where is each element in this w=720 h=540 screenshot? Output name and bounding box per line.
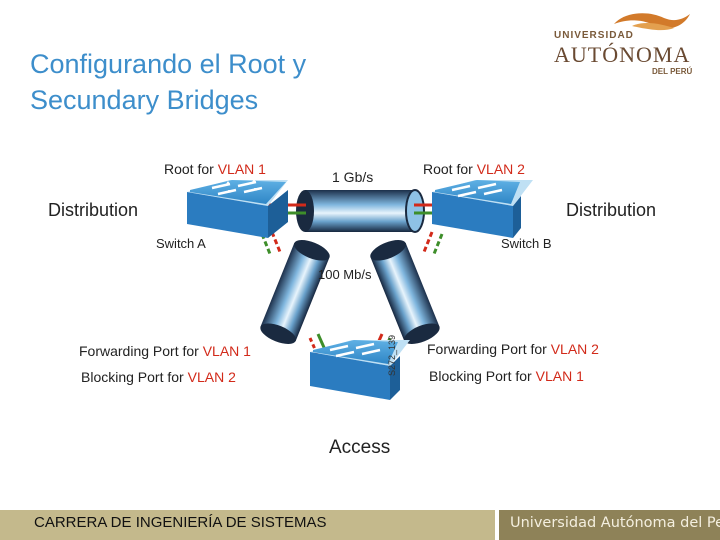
university-logo: UNIVERSIDAD AUTÓNOMA DEL PERÚ — [554, 13, 693, 76]
root-vlan1-prefix: Root for — [164, 161, 218, 177]
forwarding-left-vlan: VLAN 1 — [202, 343, 251, 359]
slide-title-line-1: Configurando el Root y — [30, 49, 307, 79]
blocking-port-left-label: Blocking Port for VLAN 2 — [81, 369, 236, 385]
svg-text:AUTÓNOMA: AUTÓNOMA — [554, 42, 690, 67]
switch-a-icon — [187, 179, 288, 238]
distribution-right-label: Distribution — [566, 200, 657, 220]
root-vlan1-label: Root for VLAN 1 — [164, 161, 266, 177]
forwarding-port-left-label: Forwarding Port for VLAN 1 — [79, 343, 251, 359]
spanning-tree-diagram — [187, 179, 533, 400]
slide-title-line-2: Secundary Bridges — [30, 85, 259, 115]
figure-id-label: S272_139 — [387, 334, 397, 376]
svg-text:DEL PERÚ: DEL PERÚ — [652, 67, 693, 76]
footer-university-label: Universidad Autónoma del Perú — [510, 515, 720, 531]
forwarding-right-prefix: Forwarding Port for — [427, 341, 551, 357]
distribution-left-label: Distribution — [48, 200, 139, 220]
access-label: Access — [329, 437, 391, 458]
switch-b-label: Switch B — [501, 236, 552, 251]
root-vlan2-prefix: Root for — [423, 161, 477, 177]
access-switch-icon — [310, 340, 410, 400]
footer-left-bar: CARRERA DE INGENIERÍA DE SISTEMAS — [0, 510, 495, 540]
svg-text:UNIVERSIDAD: UNIVERSIDAD — [554, 30, 634, 41]
footer-right-bar: Universidad Autónoma del Perú — [495, 510, 720, 540]
forwarding-left-prefix: Forwarding Port for — [79, 343, 203, 359]
link-1gbps — [296, 189, 425, 233]
blocking-port-right-label: Blocking Port for VLAN 1 — [429, 368, 584, 384]
blocking-right-prefix: Blocking Port for — [429, 368, 536, 384]
link-100mbps-label: 100 Mb/s — [318, 267, 372, 282]
forwarding-right-vlan: VLAN 2 — [550, 341, 599, 357]
footer-divider — [495, 510, 499, 540]
link-100mbps-left — [260, 239, 330, 345]
logo-swoosh-icon — [614, 13, 690, 29]
forwarding-port-right-label: Forwarding Port for VLAN 2 — [427, 341, 599, 357]
root-vlan2-label: Root for VLAN 2 — [423, 161, 525, 177]
switch-b-icon — [432, 180, 533, 238]
root-vlan1-vlan: VLAN 1 — [217, 161, 266, 177]
blocking-right-vlan: VLAN 1 — [535, 368, 584, 384]
switch-a-label: Switch A — [156, 236, 206, 251]
link-1gbps-label: 1 Gb/s — [332, 169, 374, 185]
link-100mbps-right — [370, 239, 440, 345]
root-vlan2-vlan: VLAN 2 — [476, 161, 525, 177]
blocking-left-prefix: Blocking Port for — [81, 369, 188, 385]
slide-title: Configurando el Root y Secundary Bridges — [30, 46, 306, 118]
footer-career-label: CARRERA DE INGENIERÍA DE SISTEMAS — [34, 514, 327, 531]
blocking-left-vlan: VLAN 2 — [187, 369, 236, 385]
